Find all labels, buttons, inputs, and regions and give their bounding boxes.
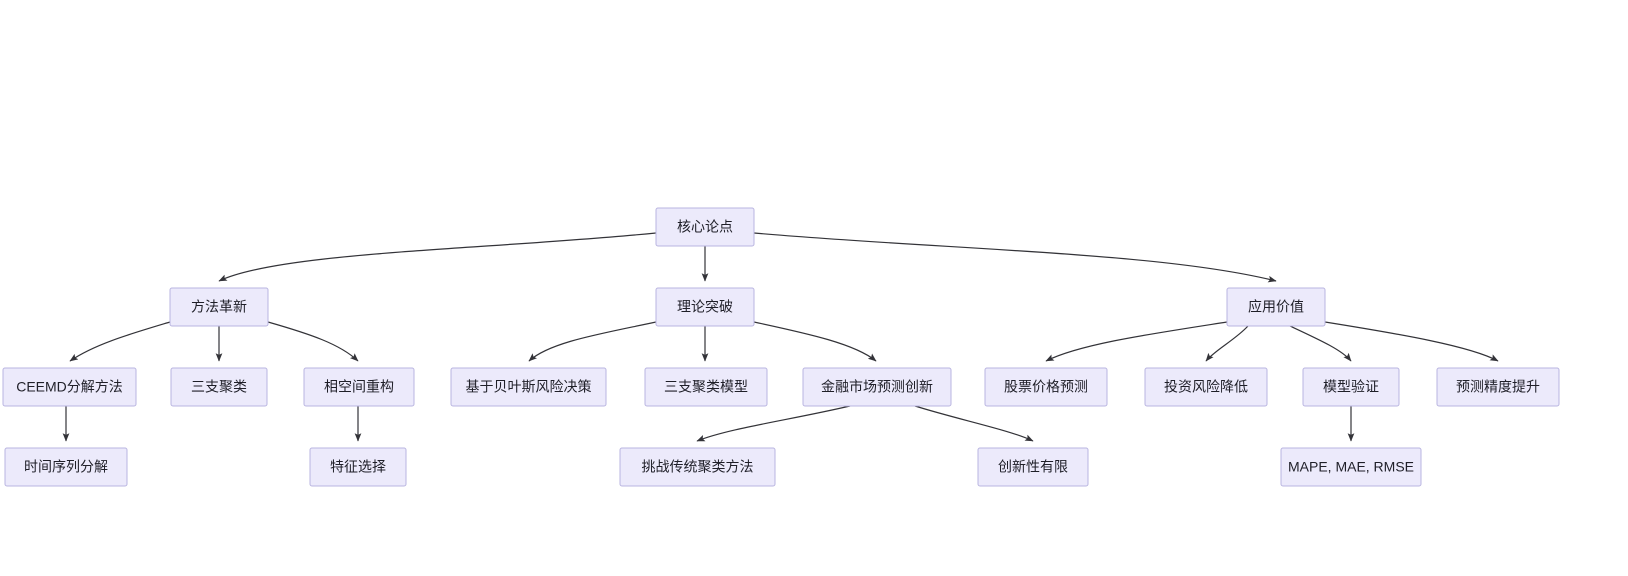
node-l2i[interactable]: 模型验证: [1302, 367, 1400, 407]
node-l2a[interactable]: CEEMD分解方法: [2, 367, 137, 407]
node-box-l1a[interactable]: [169, 287, 269, 327]
node-box-l1c[interactable]: [1226, 287, 1326, 327]
node-l2c[interactable]: 相空间重构: [303, 367, 415, 407]
edge-l1b-to-l2f: [753, 321, 877, 362]
node-l2f[interactable]: 金融市场预测创新: [802, 367, 952, 407]
node-l2d[interactable]: 基于贝叶斯风险决策: [450, 367, 607, 407]
node-box-l2i[interactable]: [1302, 367, 1400, 407]
node-box-l2g[interactable]: [984, 367, 1108, 407]
node-l2g[interactable]: 股票价格预测: [984, 367, 1108, 407]
node-l3a[interactable]: 时间序列分解: [4, 447, 128, 487]
edge-l1a-to-l2c: [267, 321, 359, 362]
node-box-l2b[interactable]: [170, 367, 268, 407]
node-box-l3a[interactable]: [4, 447, 128, 487]
node-box-l2d[interactable]: [450, 367, 607, 407]
node-box-l2j[interactable]: [1436, 367, 1560, 407]
node-box-l2a[interactable]: [2, 367, 137, 407]
edge-l1b-to-l2d: [528, 321, 657, 362]
node-l3b[interactable]: 特征选择: [309, 447, 407, 487]
edge-root-to-l1a: [218, 232, 657, 282]
edge-l1c-to-l2g: [1045, 321, 1228, 362]
node-l3e[interactable]: MAPE, MAE, RMSE: [1280, 447, 1422, 487]
node-l1c[interactable]: 应用价值: [1226, 287, 1326, 327]
edge-l2f-to-l3d: [914, 405, 1034, 442]
edge-l1a-to-l2a: [69, 321, 171, 362]
edge-l1c-to-l2i: [1289, 325, 1352, 362]
node-l2b[interactable]: 三支聚类: [170, 367, 268, 407]
edge-l1c-to-l2h: [1205, 325, 1249, 362]
edge-l1c-to-l2j: [1324, 321, 1499, 362]
node-box-l3e[interactable]: [1280, 447, 1422, 487]
node-l3d[interactable]: 创新性有限: [977, 447, 1089, 487]
edge-layer: [62, 232, 1499, 442]
node-l3c[interactable]: 挑战传统聚类方法: [619, 447, 776, 487]
edge-l2f-to-l3c: [696, 405, 851, 442]
node-box-l2h[interactable]: [1144, 367, 1268, 407]
node-l2e[interactable]: 三支聚类模型: [644, 367, 768, 407]
node-box-l1b[interactable]: [655, 287, 755, 327]
node-box-l3b[interactable]: [309, 447, 407, 487]
node-box-l2f[interactable]: [802, 367, 952, 407]
node-box-l2e[interactable]: [644, 367, 768, 407]
node-l2h[interactable]: 投资风险降低: [1144, 367, 1268, 407]
node-l1b[interactable]: 理论突破: [655, 287, 755, 327]
node-box-root[interactable]: [655, 207, 755, 247]
node-l2j[interactable]: 预测精度提升: [1436, 367, 1560, 407]
node-box-l2c[interactable]: [303, 367, 415, 407]
node-layer: 核心论点方法革新 理论突破 应用价值 CEEMD分解方法三支聚类相空间重构基于贝叶斯风…: [2, 207, 1560, 487]
node-box-l3d[interactable]: [977, 447, 1089, 487]
node-root[interactable]: 核心论点: [655, 207, 755, 247]
edge-root-to-l1c: [753, 232, 1277, 283]
node-l1a[interactable]: 方法革新: [169, 287, 269, 327]
node-box-l3c[interactable]: [619, 447, 776, 487]
